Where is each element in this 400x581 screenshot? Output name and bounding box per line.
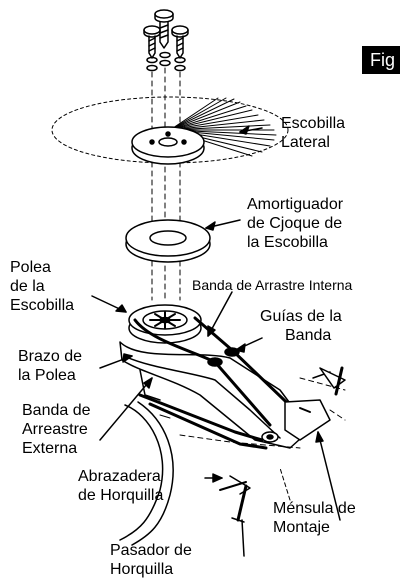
figure-tag: Fig (362, 46, 400, 74)
alignment-lines (151, 67, 181, 301)
label-banda-arrastre-interna: Banda de Arrastre Interna (192, 277, 353, 293)
screw-icon (143, 25, 161, 59)
leader-lines (91, 125, 341, 557)
mounting-bracket (284, 399, 331, 441)
screw-icon (154, 9, 174, 49)
brush-shock-absorber (125, 219, 211, 263)
side-brush (51, 96, 289, 165)
screw-icon (171, 25, 189, 59)
screws-group (143, 9, 189, 72)
brush-pulley (128, 304, 202, 344)
hitch-pin-icon (312, 366, 346, 396)
hitch-pin-icon (219, 475, 251, 523)
frame-fragment (119, 401, 174, 546)
